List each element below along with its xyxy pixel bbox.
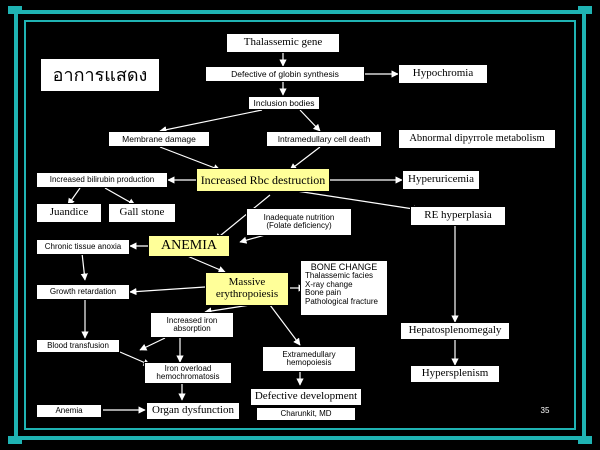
frame-corner [8, 6, 22, 14]
node-blood-transfusion: Blood transfusion [36, 339, 120, 353]
node-increased-iron-line1: Increased iron [166, 315, 218, 325]
node-re-hyperplasia: RE hyperplasia [410, 206, 506, 226]
outer-frame [14, 10, 586, 440]
node-membrane-damage: Membrane damage [108, 131, 210, 147]
arrow [159, 146, 221, 172]
page-number: 35 [540, 405, 550, 415]
arrow [159, 109, 263, 134]
node-increased-rbc-destruction: Increased Rbc destruction [196, 168, 330, 192]
node-jaundice: Juandice [36, 203, 102, 223]
node-gall-stone: Gall stone [108, 203, 176, 223]
node-abnormal-dipyrrole: Abnormal dipyrrole metabolism [398, 129, 556, 149]
node-inadequate-nutrition-line2: (Folate deficiency) [266, 221, 332, 230]
bone-change-item: X-ray change [305, 279, 353, 289]
arrow [104, 187, 136, 206]
bone-change-item: Bone pain [305, 288, 342, 298]
node-massive-line1: Massive [228, 276, 266, 289]
node-iron-overload-line1: Iron overload [164, 363, 212, 373]
node-thalassemic-gene: Thalassemic gene [226, 33, 340, 53]
node-increased-bilirubin: Increased bilirubin production [36, 172, 168, 188]
node-chronic-tissue-anoxia: Chronic tissue anoxia [36, 239, 130, 255]
arrow [289, 189, 421, 213]
bone-change-item: Thalassemic facies [305, 271, 374, 281]
arrow [204, 304, 251, 315]
node-extramedullary-hemopoiesis: Extramedullary hemopoiesis [262, 346, 356, 372]
arrow [139, 337, 166, 351]
node-bone-change: BONE CHANGE Thalassemic facies X-ray cha… [300, 260, 388, 316]
node-massive-line2: erythropoiesis [215, 288, 279, 300]
arrow [289, 146, 321, 171]
author-credit: Charunkit, MD [256, 407, 356, 421]
node-inclusion-bodies: Inclusion bodies [248, 96, 320, 110]
node-increased-iron-absorption: Increased iron absorption [150, 312, 234, 338]
node-hepatosplenomegaly: Hepatosplenomegaly [400, 322, 510, 340]
node-growth-retardation: Growth retardation [36, 284, 130, 300]
arrow [80, 252, 88, 281]
node-iron-overload: Iron overload hemochromatosis [144, 362, 232, 384]
frame-corner [578, 436, 592, 444]
arrow [299, 109, 321, 132]
frame-corner [8, 436, 22, 444]
thai-title: อาการแสดง [40, 58, 160, 92]
node-extramedullary-line2: hemopoiesis [286, 358, 332, 367]
node-increased-iron-line2: absorption [173, 324, 211, 333]
node-defective-development: Defective development [250, 388, 362, 406]
bone-change-item: Pathological fracture [305, 296, 378, 306]
arrow [184, 254, 226, 273]
node-inadequate-nutrition-line1: Inadequate nutrition [263, 212, 335, 222]
node-iron-overload-line2: hemochromatosis [156, 372, 220, 381]
node-anemia-small: Anemia [36, 404, 102, 418]
frame-corner [578, 6, 592, 14]
node-defective-globin: Defective of globin synthesis [205, 66, 365, 82]
node-inadequate-nutrition: Inadequate nutrition (Folate deficiency) [246, 208, 352, 236]
node-organ-dysfunction: Organ dysfunction [146, 402, 240, 420]
arrow [269, 304, 301, 346]
arrow [129, 286, 206, 296]
node-extramedullary-line1: Extramedullary [282, 349, 336, 359]
node-hypersplenism: Hypersplenism [410, 365, 500, 383]
inner-frame [24, 20, 576, 430]
arrow [67, 187, 81, 206]
bone-change-title: BONE CHANGE [310, 262, 378, 272]
node-hyperuricemia: Hyperuricemia [402, 170, 480, 190]
arrow [214, 194, 271, 241]
node-intramedullary: Intramedullary cell death [266, 131, 382, 147]
node-anemia: ANEMIA [148, 235, 230, 257]
node-hypochromia: Hypochromia [398, 64, 488, 84]
node-massive-erythropoiesis: Massive erythropoiesis [205, 272, 289, 306]
